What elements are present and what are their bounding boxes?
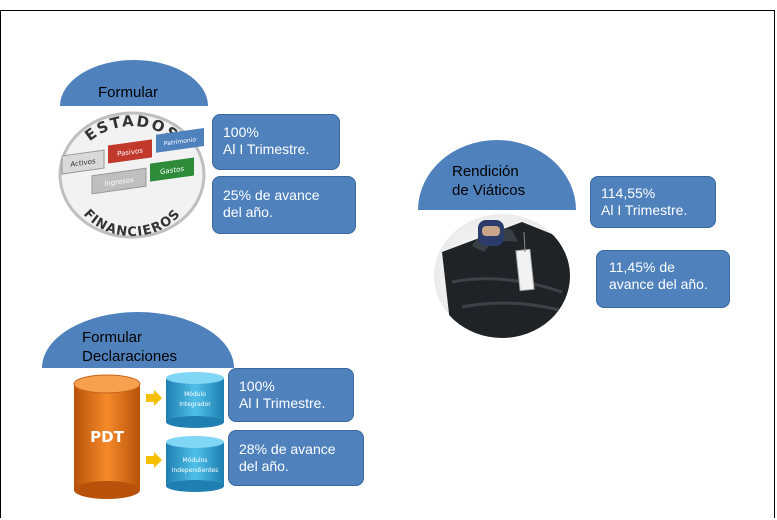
estados-metric-anual: 25% de avance del año. (212, 176, 356, 234)
module1-line2: Integrador (179, 401, 211, 408)
viaticos-metric-trimestre: 114,55% Al I Trimestre. (590, 176, 716, 228)
viaticos-metric-anual: 11,45% de avance del año. (596, 250, 730, 308)
tile-activos (61, 149, 105, 175)
metric-label: Al I Trimestre. (223, 141, 310, 157)
pdt-label: PDT (90, 428, 124, 446)
metric-value: 100% (223, 124, 259, 140)
metric-value: 28% de avance (239, 441, 336, 457)
estados-financieros-logo: ESTADOS FINANCIEROS Activos Pasivos Patr… (56, 108, 208, 242)
pdt-cylinder (74, 384, 140, 490)
metric-value: 25% de avance (223, 187, 320, 203)
declaraciones-title-line2: Declaraciones (82, 348, 178, 365)
metric-value: 100% (239, 378, 275, 394)
module-independientes-cylinder (166, 442, 224, 486)
tile-patrimonio-label: Patrimonio (164, 136, 196, 148)
pdt-diagram: PDT Módulo Integrador Módulos Independie… (60, 370, 232, 504)
tile-pasivos (108, 139, 152, 164)
declaraciones-title-line1: Formular (82, 329, 143, 346)
briefcase-photo (432, 212, 572, 340)
tile-gastos-label: Gastos (160, 164, 184, 176)
tile-pasivos-label: Pasivos (117, 146, 143, 159)
tile-patrimonio (156, 128, 204, 153)
tile-gastos (150, 157, 194, 182)
estados-title: Formular (98, 84, 159, 101)
module-integrador-cylinder (166, 378, 224, 422)
arrow-right-icon (146, 390, 162, 406)
module2-line2: Independientes (172, 467, 219, 474)
tile-ingresos (91, 167, 147, 195)
metric-value: 114,55% (601, 185, 656, 201)
tile-ingresos-label: Ingresos (104, 175, 134, 188)
declaraciones-metric-trimestre: 100% Al I Trimestre. (228, 368, 354, 422)
metric-label: Al I Trimestre. (239, 395, 326, 411)
module2-line1: Módulos (183, 457, 208, 464)
declaraciones-metric-anual: 28% de avance del año. (228, 430, 364, 486)
metric-label: del año. (239, 458, 289, 474)
metric-value: 11,45% de (609, 259, 675, 275)
viaticos-title-line2: de Viáticos (452, 182, 526, 199)
slide-frame (0, 10, 775, 518)
estados-metric-trimestre: 100% Al I Trimestre. (212, 114, 340, 170)
viaticos-title-line1: Rendición (452, 163, 519, 180)
arrow-right-icon (146, 452, 162, 468)
metric-label: del año. (223, 204, 273, 220)
metric-label: Al I Trimestre. (601, 202, 688, 218)
metric-label: avance del año. (609, 276, 708, 292)
module1-line1: Módulo (184, 391, 206, 398)
tile-activos-label: Activos (70, 156, 96, 169)
